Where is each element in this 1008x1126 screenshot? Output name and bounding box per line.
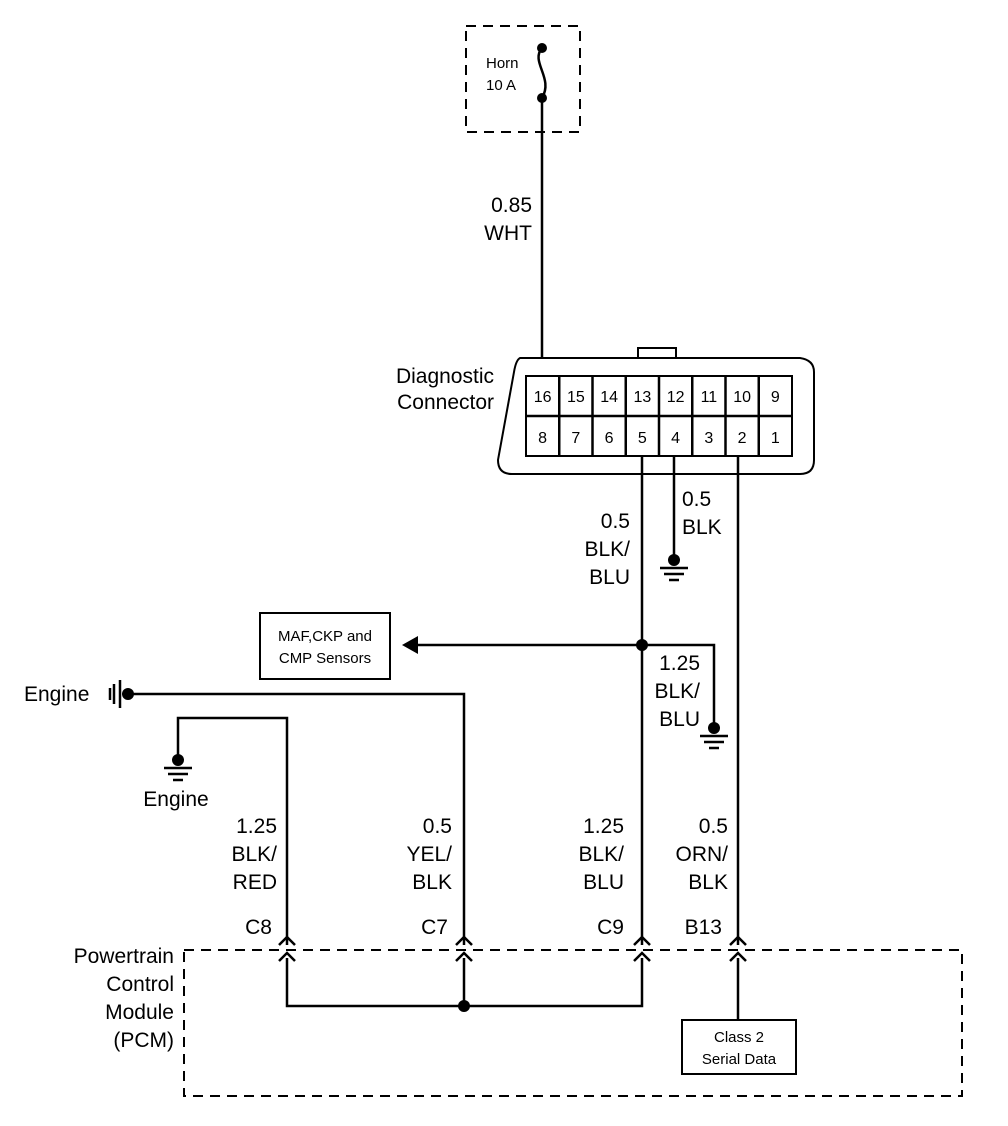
pcm-module: Powertrain Control Module (PCM) C8 C7 C9… xyxy=(74,916,963,1097)
pcm-terminals xyxy=(278,935,747,962)
terminal-c8-icon xyxy=(278,935,296,962)
terminal-label-c7: C7 xyxy=(421,916,448,939)
dlc-top-pins: 16 15 14 13 12 11 10 9 xyxy=(534,389,780,406)
wire-engine-ground-to-c8 xyxy=(176,716,289,945)
wire-gauge-b13: 0.5 xyxy=(699,815,728,838)
wire-color-splice-ground-1: BLK/ xyxy=(654,680,700,703)
ground-symbol-icon xyxy=(700,722,728,750)
pcm-internal-splice xyxy=(458,1000,470,1012)
wire-color-b13-1: ORN/ xyxy=(676,843,729,866)
wire-color-c8-2: RED xyxy=(233,871,277,894)
dlc-pin-11: 11 xyxy=(701,389,718,406)
dlc-pin-13: 13 xyxy=(633,389,651,406)
ground-symbol-icon xyxy=(660,554,688,582)
dlc-pin-5: 5 xyxy=(638,430,647,447)
wire-color-c8-1: BLK/ xyxy=(231,843,277,866)
wire-color-c7-2: BLK xyxy=(412,871,452,894)
terminal-label-c8: C8 xyxy=(245,916,272,939)
dlc-pin-10: 10 xyxy=(733,389,751,406)
pcm-outline xyxy=(183,949,963,1097)
fuse-rating: 10 A xyxy=(486,77,516,94)
wire-color-pin4: BLK xyxy=(682,516,722,539)
fuse-name: Horn xyxy=(486,55,519,72)
dlc-pin-dividers xyxy=(558,376,760,456)
dlc-pin-16: 16 xyxy=(534,389,552,406)
pcm-label-line-1: Powertrain xyxy=(74,945,174,968)
dlc-pin-12: 12 xyxy=(667,389,685,406)
serial-data-line-2: Serial Data xyxy=(702,1051,777,1068)
horn-fuse: Horn 10 A xyxy=(465,25,581,133)
terminal-label-b13: B13 xyxy=(685,916,722,939)
dlc-pin-2: 2 xyxy=(738,430,747,447)
wire-gauge-c7: 0.5 xyxy=(423,815,452,838)
terminal-c9-icon xyxy=(633,935,651,962)
terminal-label-c9: C9 xyxy=(597,916,624,939)
pcm-label-line-4: (PCM) xyxy=(113,1029,174,1052)
sensors-label-line-1: MAF,CKP and xyxy=(278,628,372,645)
dlc-label-line-2: Connector xyxy=(397,391,494,414)
dlc-pin-14: 14 xyxy=(600,389,618,406)
dlc-pin-9: 9 xyxy=(771,389,780,406)
sensors-label-line-2: CMP Sensors xyxy=(279,650,371,667)
terminal-b13-icon xyxy=(729,935,747,962)
serial-data-box xyxy=(681,1019,797,1075)
wire-splice-ground xyxy=(642,643,716,728)
wire-gauge-pin4: 0.5 xyxy=(682,488,711,511)
dlc-pin-1: 1 xyxy=(771,430,780,447)
wire-gauge-c9: 1.25 xyxy=(583,815,624,838)
pcm-label-line-2: Control xyxy=(106,973,174,996)
ground-symbol-icon xyxy=(164,754,192,782)
wire-gauge-fuse: 0.85 xyxy=(491,194,532,217)
dlc-pin-7: 7 xyxy=(571,430,580,447)
wire-color-pin5-1: BLK/ xyxy=(584,538,630,561)
wire-gauge-pin5: 0.5 xyxy=(601,510,630,533)
wire-color-c7-1: YEL/ xyxy=(406,843,452,866)
diagnostic-connector: 16 15 14 13 12 11 10 9 8 7 6 5 4 3 2 1 Diagnostic Conn… xyxy=(396,347,815,475)
terminal-c7-icon xyxy=(455,935,473,962)
dlc-pin-4: 4 xyxy=(671,430,680,447)
wire-color-c9-1: BLK/ xyxy=(578,843,624,866)
dlc-label-line-1: Diagnostic xyxy=(396,365,494,388)
wire-color-fuse: WHT xyxy=(484,222,532,245)
dlc-pin-3: 3 xyxy=(704,430,713,447)
wire-gauge-c8: 1.25 xyxy=(236,815,277,838)
wire-gauge-splice-ground: 1.25 xyxy=(659,652,700,675)
engine-ground-label-1: Engine xyxy=(24,683,89,706)
dlc-pin-15: 15 xyxy=(567,389,585,406)
pcm-label-line-3: Module xyxy=(105,1001,174,1024)
engine-ground-label-2: Engine xyxy=(143,788,208,811)
wire-color-splice-ground-2: BLU xyxy=(659,708,700,731)
serial-data-line-1: Class 2 xyxy=(714,1029,764,1046)
wire-color-b13-2: BLK xyxy=(688,871,728,894)
fuse-block-outline xyxy=(465,25,581,133)
dlc-bottom-pins: 8 7 6 5 4 3 2 1 xyxy=(538,430,780,447)
arrow-to-sensors-icon xyxy=(402,636,418,654)
wire-engine-ground-to-c7 xyxy=(128,692,466,945)
sensors-box xyxy=(259,612,391,680)
dlc-pin-6: 6 xyxy=(605,430,614,447)
wire-color-pin5-2: BLU xyxy=(589,566,630,589)
wire-color-c9-2: BLU xyxy=(583,871,624,894)
fuse-element-icon xyxy=(537,47,547,99)
dlc-pin-8: 8 xyxy=(538,430,547,447)
